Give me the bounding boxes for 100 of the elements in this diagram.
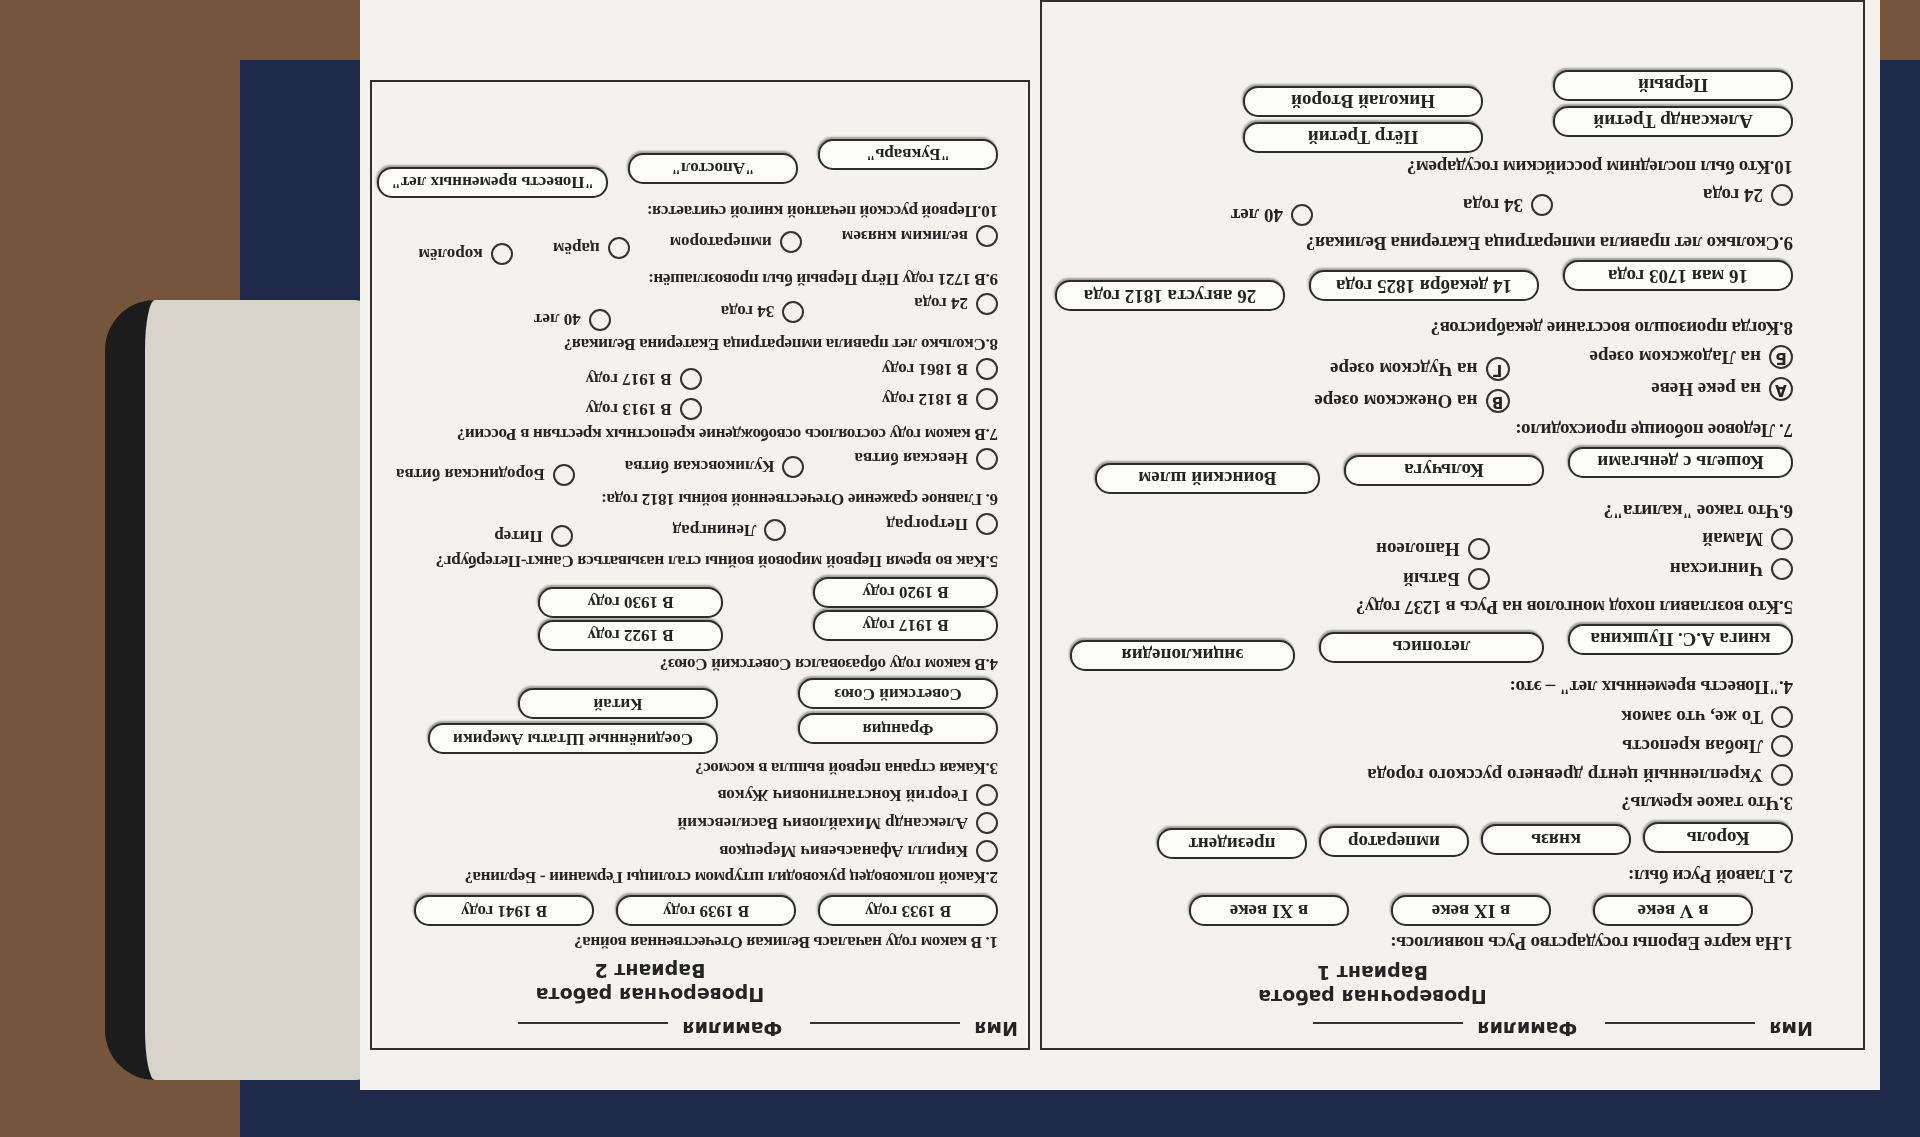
field-label: Имя	[974, 1018, 1018, 1040]
question-text: 4.В каком году образовался Советский Союз?	[659, 654, 998, 675]
answer-option: 26 августа 1812 года	[1055, 280, 1285, 312]
option-text: Петроград	[886, 514, 968, 535]
option-letter: Б	[1769, 345, 1793, 370]
option-text: на Чудском озере	[1329, 358, 1478, 380]
answer-option: Александр Третий	[1553, 105, 1793, 137]
option-text: В 1861 году	[881, 359, 968, 379]
option-text: Ленинград	[672, 520, 757, 541]
answer-option: в IX веке	[1391, 895, 1551, 927]
option-text: Куликовская битва	[624, 456, 775, 477]
answer-option: Кольчуга	[1344, 454, 1544, 486]
option-text: 24 года	[1703, 184, 1763, 207]
answer-option: 14 декабря 1825 года	[1309, 270, 1539, 302]
option-text: Георгий Константинович Жуков	[717, 785, 968, 805]
question-text: 1.На карте Европы государство Русь появилось:	[1390, 932, 1793, 954]
answer-option: в V веке	[1593, 895, 1753, 927]
question-text: 8.Когда произошло восстание декабристов?	[1430, 317, 1793, 340]
field-label: Имя	[1769, 1018, 1813, 1040]
option-letter: В	[1485, 389, 1510, 414]
question-text: 9.В 1721 году Пётр Первый был провозглашён:	[648, 269, 998, 289]
option-text: 24 года	[914, 293, 968, 314]
answer-option: В 1917 году	[813, 609, 998, 641]
option-text: Любая крепость	[1622, 735, 1763, 758]
worksheet-heading: Вариант 1	[1317, 962, 1428, 984]
answer-option: "Повесть временных лет"	[377, 166, 608, 198]
question-text: 10.Кто был последним российским государем?	[1407, 156, 1793, 179]
question-text: 3.Что такое кремль?	[1621, 792, 1793, 815]
option-text: Мамай	[1702, 527, 1763, 550]
option-text: Наполеон	[1375, 537, 1460, 560]
option-text: В 1917 году	[585, 369, 672, 389]
option-text: 40 лет	[534, 309, 581, 330]
option-text: То же, что замок	[1621, 706, 1763, 729]
option-text: великим князем	[841, 226, 968, 246]
answer-option: Соединённые Штаты Америки	[428, 723, 718, 755]
option-text: Александр Михайлович Василевский	[677, 813, 968, 833]
question-text: 6.Что такое "калита"?	[1603, 499, 1793, 522]
question-text: 9.Сколько лет правила императрица Екатерина Великая?	[1306, 232, 1793, 255]
answer-option: в XI веке	[1189, 895, 1349, 927]
field-label: Фамилия	[1477, 1018, 1578, 1040]
answer-option: В 1939 году	[616, 895, 796, 927]
answer-option: 16 мая 1703 года	[1563, 260, 1793, 292]
option-text: 34 года	[720, 301, 775, 322]
answer-option: Франция	[798, 713, 998, 745]
option-text: на реке Неве	[1651, 378, 1761, 400]
option-letter: Г	[1485, 357, 1510, 382]
option-text: королём	[418, 244, 483, 264]
answer-option: князь	[1481, 824, 1631, 856]
question-text: 3.Какая страна первой вышла в космос?	[695, 758, 998, 778]
question-text: 4."Повесть временных лет" – это:	[1509, 676, 1793, 699]
question-text: 5.Кто возглавил поход монголов на Русь в 1237 году?	[1355, 595, 1793, 618]
field-label: Фамилия	[682, 1018, 783, 1040]
question-text: 8.Сколько лет правила императрица Екатерина Великая?	[564, 334, 998, 355]
option-text: Батый	[1403, 567, 1460, 590]
answer-option: Пётр Третий	[1243, 121, 1483, 153]
worksheet-heading: Вариант 2	[594, 960, 706, 982]
variant-frame	[370, 80, 1030, 1050]
question-text: 6. Главное сражение Отечественной войны 1812 года:	[601, 489, 998, 510]
variant-frame	[1040, 0, 1865, 1050]
answer-option: В 1922 году	[538, 619, 723, 651]
worksheet-heading: Проверочная работа	[535, 984, 765, 1006]
option-text: В 1913 году	[585, 399, 672, 419]
answer-option: президент	[1157, 828, 1307, 860]
option-text: на Онежском озере	[1314, 390, 1478, 412]
option-text: императором	[669, 232, 772, 252]
option-text: царём	[552, 238, 600, 258]
answer-option: В 1930 году	[538, 586, 723, 618]
answer-option: император	[1319, 826, 1469, 858]
option-text: В 1812 году	[881, 389, 968, 409]
answer-option: В 1941 году	[414, 895, 594, 927]
answer-option: Первый	[1553, 69, 1793, 101]
answer-option: летопись	[1319, 631, 1544, 663]
question-text: 7.В каком году состоялось освобождение крепостных крестьян в России?	[457, 424, 998, 444]
option-letter: А	[1769, 377, 1793, 402]
answer-option: Кошель с деньгами	[1568, 446, 1793, 478]
option-text: Чингисхан	[1669, 557, 1763, 580]
answer-option: В 1933 году	[818, 895, 998, 927]
option-text: Укрепленный центр древнего русского города	[1367, 764, 1763, 787]
answer-option: энциклопедия	[1070, 639, 1295, 671]
answer-option: Китай	[518, 688, 718, 720]
option-text: Кирилл Афанасьевич Мерецков	[719, 841, 968, 861]
question-text: 7. Ледовое побоище происходило:	[1515, 419, 1793, 441]
option-text: на Ладожском озере	[1589, 346, 1761, 368]
answer-option: Николай Второй	[1243, 85, 1483, 117]
answer-option: Король	[1643, 822, 1793, 854]
answer-option: "Букварь"	[818, 138, 998, 170]
option-text: Питер	[494, 526, 543, 547]
option-text: Невская битва	[854, 448, 968, 469]
question-text: 1. В каком году началась Великая Отечественная война?	[574, 932, 998, 952]
worksheet-heading: Проверочная работа	[1258, 986, 1487, 1008]
answer-option: "Апостол"	[628, 152, 798, 184]
question-text: 2. Главой Руси был:	[1628, 865, 1793, 888]
question-text: 10.Первой русской печатной книгой считается:	[647, 201, 998, 222]
answer-option: книга А.С. Пушкина	[1568, 623, 1793, 655]
option-text: Бородинская битва	[396, 464, 545, 485]
answer-option: Советский Союз	[798, 678, 998, 710]
answer-option: В 1920 году	[813, 576, 998, 608]
answer-option: Воинский шлем	[1095, 462, 1320, 494]
question-text: 2.Какой полководец руководил штурмом столицы Германии - Берлина?	[464, 867, 998, 888]
question-text: 5.Как во время Первой мировой войны стал называться Санкт-Петербург?	[435, 551, 998, 571]
